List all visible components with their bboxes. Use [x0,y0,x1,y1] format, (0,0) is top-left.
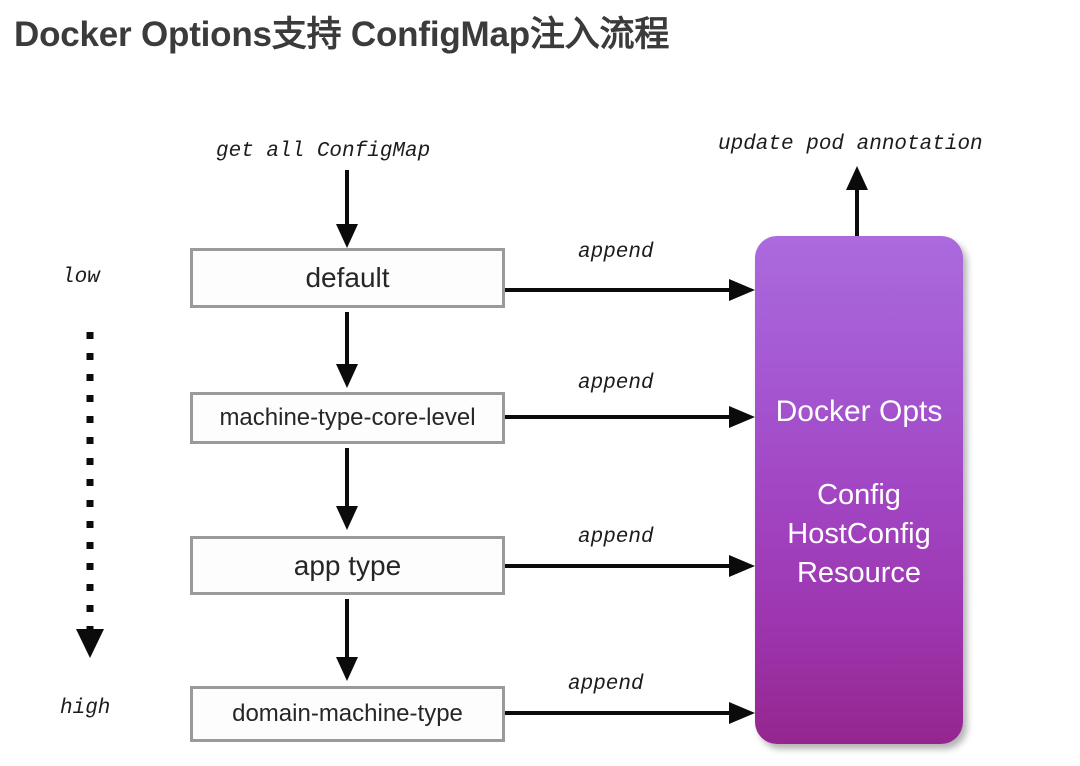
config-box-label: domain-machine-type [232,700,463,727]
arrow-panel-to-annotation [846,166,868,238]
append-label-0: append [578,241,654,264]
arrow-app-type-to-domain-machine-type [336,599,358,681]
config-box-machine-type-core-level[interactable]: machine-type-core-level [190,392,505,444]
docker-opts-title: Docker Opts [775,395,943,428]
config-box-app-type[interactable]: app type [190,536,505,595]
config-box-label: machine-type-core-level [219,404,476,431]
annotation-update-pod-annotation: update pod annotation [718,133,983,156]
priority-label-high: high [60,697,111,720]
page-title: Docker Options支持 ConfigMap注入流程 [14,15,670,54]
config-box-default[interactable]: default [190,248,505,308]
arrow-append-default [505,279,755,301]
docker-opts-panel[interactable]: Docker Opts Config HostConfig Resource [755,236,963,744]
config-box-domain-machine-type[interactable]: domain-machine-type [190,686,505,742]
arrow-priority-axis [76,332,104,658]
priority-label-low: low [62,266,100,289]
append-label-1: append [578,372,654,395]
append-label-2: append [578,526,654,549]
append-label-3: append [568,673,644,696]
config-box-label: app type [293,549,402,581]
arrow-default-to-machine-type [336,312,358,388]
config-box-label: default [305,262,390,293]
arrow-append-app-type [505,555,755,577]
annotation-get-all-configmap: get all ConfigMap [216,140,431,163]
arrow-append-domain-machine-type [505,702,755,724]
arrow-machine-type-to-app-type [336,448,358,530]
arrow-append-machine-type [505,406,755,428]
arrow-source-to-default [336,170,358,248]
docker-opts-fields: Config HostConfig Resource [787,479,931,590]
